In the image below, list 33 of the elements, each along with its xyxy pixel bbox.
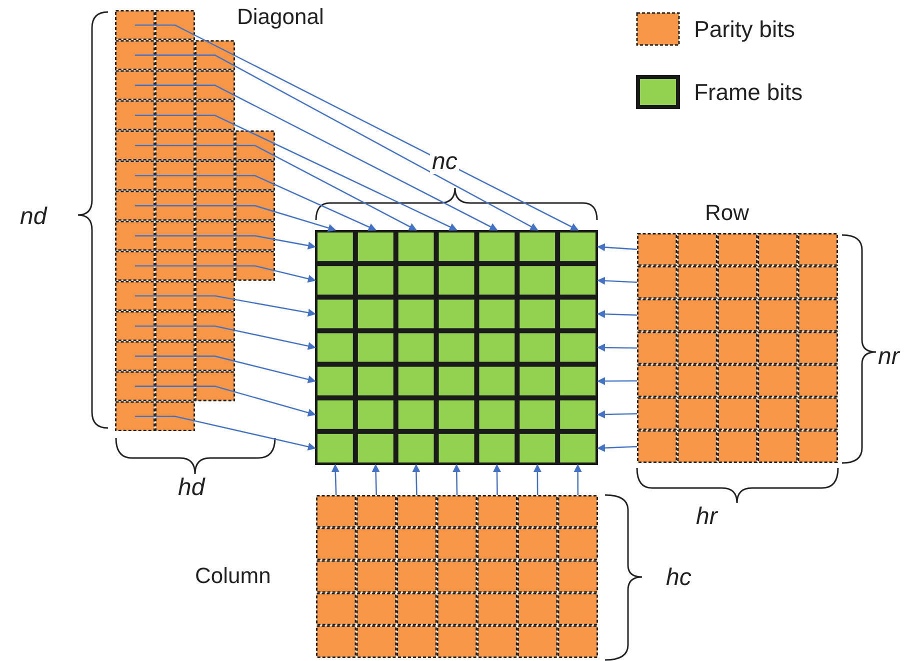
arrow [135, 54, 538, 231]
arrow [597, 276, 638, 285]
block-title: Row [705, 202, 750, 224]
arrow [597, 310, 638, 318]
arrow [135, 386, 316, 417]
arrow [452, 464, 461, 496]
legend-label: Parity bits [694, 18, 795, 41]
arrow [135, 235, 316, 250]
arrow [135, 205, 336, 232]
arrow [135, 84, 498, 231]
arrow [533, 464, 542, 495]
arrow [597, 444, 638, 452]
arrow [372, 464, 380, 496]
block-title: Diagonal [237, 6, 324, 28]
arrow [412, 464, 420, 496]
arrow [135, 325, 316, 350]
arrow [135, 265, 316, 283]
arrow [493, 464, 501, 495]
arrow [597, 344, 637, 352]
arrow [574, 464, 582, 495]
arrow [597, 243, 638, 252]
arrow [135, 416, 316, 451]
arrow [135, 24, 579, 231]
arrow [135, 174, 376, 231]
arrow [135, 356, 316, 384]
arrow [597, 410, 638, 418]
arrow [597, 377, 637, 386]
legend-label: Frame bits [694, 81, 803, 104]
arrow [135, 295, 316, 317]
arrow [331, 464, 340, 496]
arrow [135, 114, 458, 231]
arrow [135, 144, 417, 231]
block-title: Column [195, 565, 271, 587]
